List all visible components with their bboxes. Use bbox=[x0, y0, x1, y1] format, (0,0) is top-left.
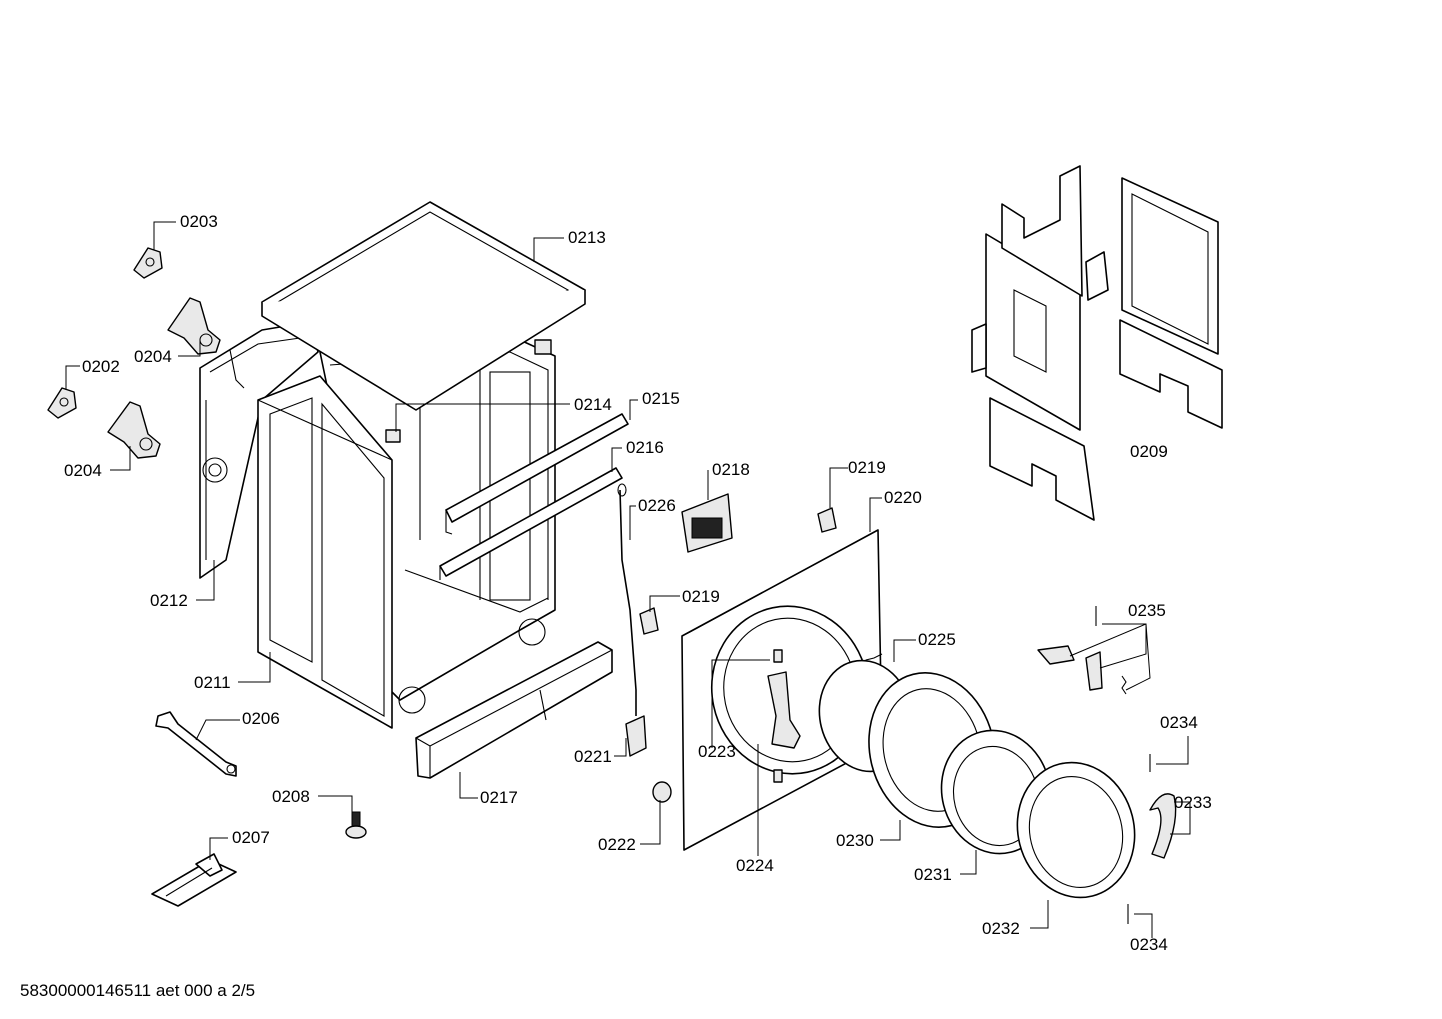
document-footer-id: 58300000146511 aet 000 a 2/5 bbox=[20, 981, 256, 1000]
label-0212: 0212 bbox=[150, 591, 188, 610]
label-0214: 0214 bbox=[574, 395, 612, 414]
part-0219-clip-upper bbox=[817, 507, 837, 533]
part-0235-lock-parts bbox=[1037, 606, 1127, 695]
part-0221-holder bbox=[625, 715, 647, 757]
leader-lines bbox=[65, 221, 1191, 938]
label-0234-lower: 0234 bbox=[1130, 935, 1168, 954]
label-0207: 0207 bbox=[232, 828, 270, 847]
label-0209: 0209 bbox=[1130, 442, 1168, 461]
label-0204-lower: 0204 bbox=[64, 461, 102, 480]
label-0216: 0216 bbox=[626, 438, 664, 457]
part-0209-packing bbox=[971, 165, 1223, 521]
part-0213-top-cover bbox=[261, 201, 586, 411]
part-0202-valve bbox=[47, 387, 77, 419]
part-0208-bolt bbox=[345, 811, 367, 839]
label-0219-lower: 0219 bbox=[682, 587, 720, 606]
label-0215: 0215 bbox=[642, 389, 680, 408]
label-0224: 0224 bbox=[736, 856, 774, 875]
part-0214-bracket bbox=[385, 339, 552, 443]
label-0234-upper: 0234 bbox=[1160, 713, 1198, 732]
part-labels: 0203 0213 0204 0202 0214 0215 0216 0209 … bbox=[64, 212, 1212, 954]
part-0233-handle bbox=[1149, 793, 1177, 859]
part-0222-cap bbox=[652, 781, 672, 803]
label-0219-upper: 0219 bbox=[848, 458, 886, 477]
label-0222: 0222 bbox=[598, 835, 636, 854]
part-0226-cable bbox=[617, 483, 637, 716]
part-0207-foot-bracket bbox=[151, 853, 237, 907]
label-0211: 0211 bbox=[194, 673, 231, 692]
label-0218: 0218 bbox=[712, 460, 750, 479]
part-0212-rear-panel bbox=[199, 321, 319, 579]
label-0230: 0230 bbox=[836, 831, 874, 850]
label-0221: 0221 bbox=[574, 747, 612, 766]
label-0235: 0235 bbox=[1128, 601, 1166, 620]
label-0202: 0202 bbox=[82, 357, 120, 376]
part-0218-control-module bbox=[681, 493, 733, 553]
part-0216-rail bbox=[439, 467, 623, 580]
label-0223: 0223 bbox=[698, 742, 736, 761]
part-0217-plinth bbox=[415, 641, 613, 779]
part-0215-rail bbox=[445, 413, 629, 535]
part-0204-valve-upper bbox=[167, 297, 221, 355]
label-0220: 0220 bbox=[884, 488, 922, 507]
part-0232-outer-ring bbox=[1016, 761, 1136, 899]
part-0203-valve bbox=[133, 247, 163, 279]
label-0208: 0208 bbox=[272, 787, 310, 806]
label-0232: 0232 bbox=[982, 919, 1020, 938]
label-0217: 0217 bbox=[480, 788, 518, 807]
part-0206-wrench bbox=[155, 711, 237, 777]
label-0206: 0206 bbox=[242, 709, 280, 728]
label-0203: 0203 bbox=[180, 212, 218, 231]
label-0225: 0225 bbox=[918, 630, 956, 649]
label-0231: 0231 bbox=[914, 865, 952, 884]
part-0224-hinge bbox=[767, 671, 801, 749]
label-0233: 0233 bbox=[1174, 793, 1212, 812]
label-0226: 0226 bbox=[638, 496, 676, 515]
part-0211-cabinet bbox=[257, 339, 556, 729]
label-0213: 0213 bbox=[568, 228, 606, 247]
part-0219-clip-lower bbox=[639, 607, 659, 635]
part-0204-valve-lower bbox=[107, 401, 161, 459]
label-0204-upper: 0204 bbox=[134, 347, 172, 366]
